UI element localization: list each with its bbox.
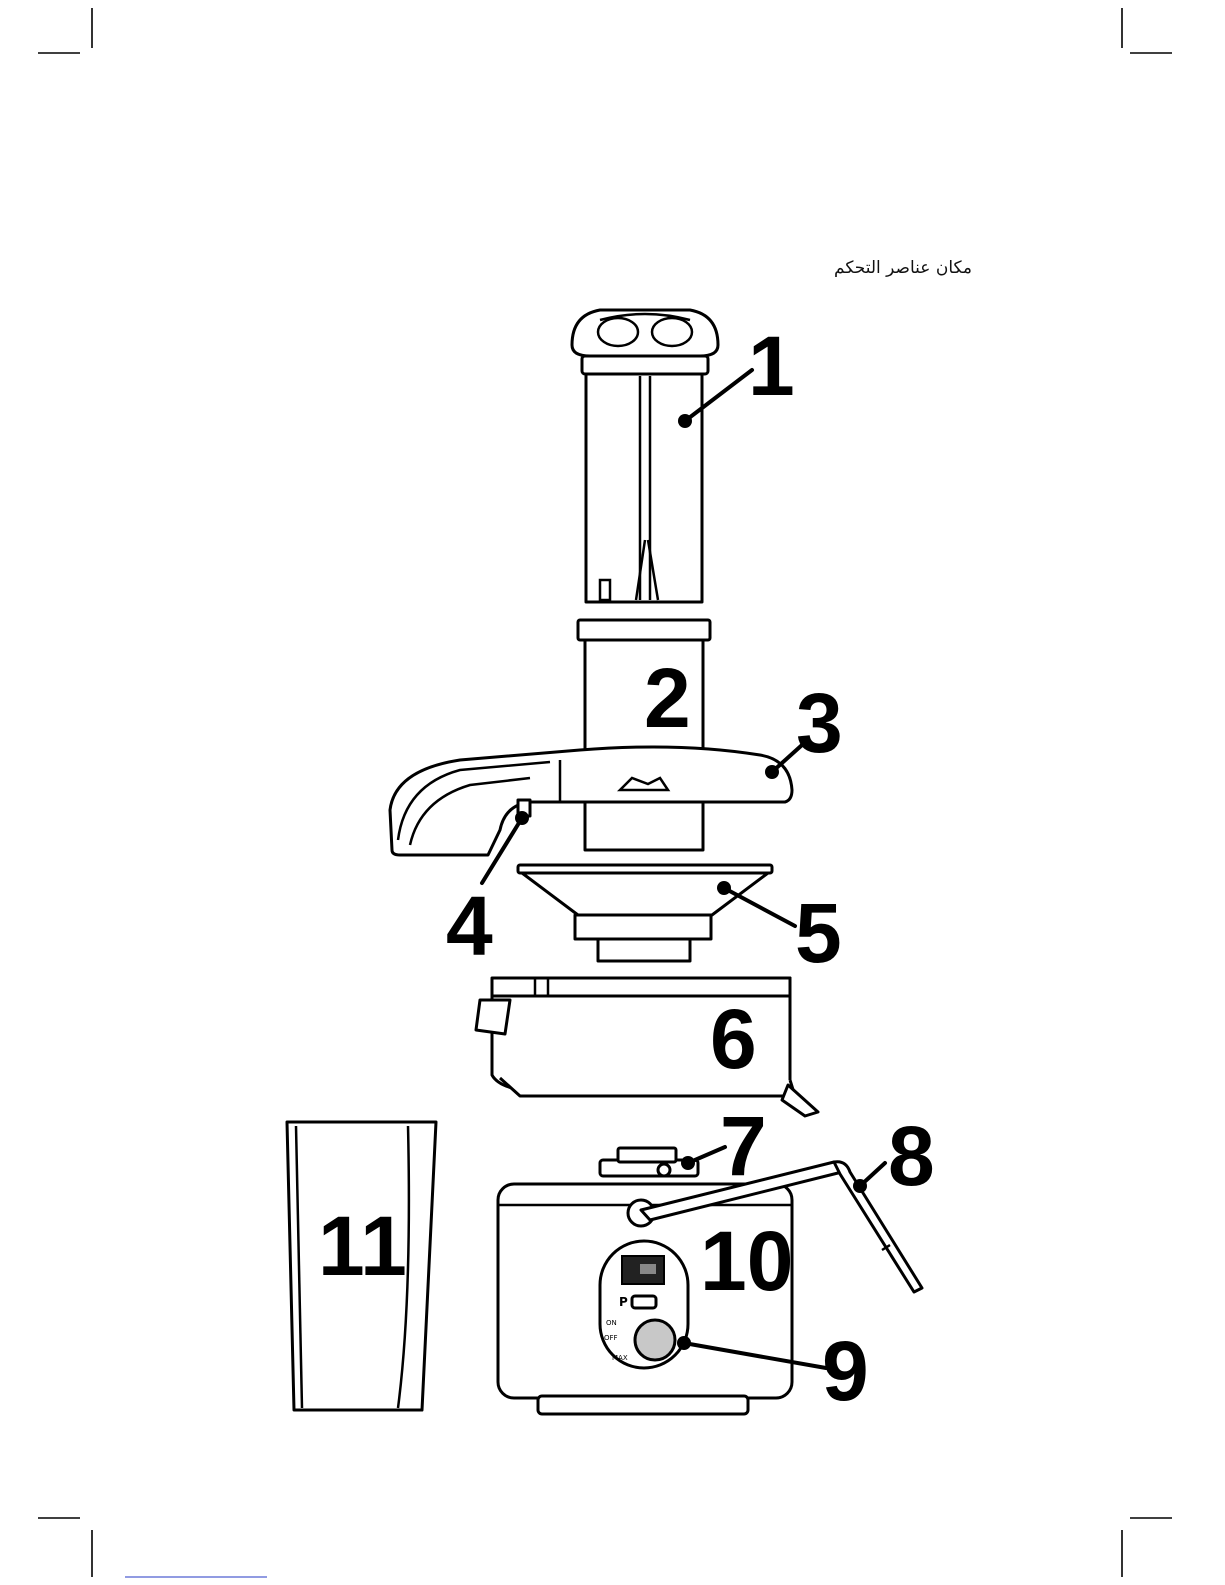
callout-7: 7 [720,1099,767,1193]
callout-8: 8 [888,1109,935,1203]
pulse-label: P [619,1295,628,1309]
callout-11: 11 [318,1199,407,1293]
callout-2: 2 [644,651,691,745]
callout-10: 10 [700,1214,793,1308]
knob-max-label: MAX [612,1354,628,1362]
callout-5: 5 [795,886,842,980]
callout-1: 1 [748,319,795,413]
callout-3: 3 [796,676,843,770]
callout-9: 9 [822,1324,869,1418]
food-pusher-part [572,310,718,602]
filter-basket-part [518,865,772,961]
knob-off-label: OFF [604,1334,618,1342]
callout-6: 6 [710,992,757,1086]
knob-on-label: ON [606,1319,617,1327]
callout-4: 4 [446,879,493,973]
pulp-container-part [476,978,818,1116]
control-knob[interactable] [635,1320,675,1360]
